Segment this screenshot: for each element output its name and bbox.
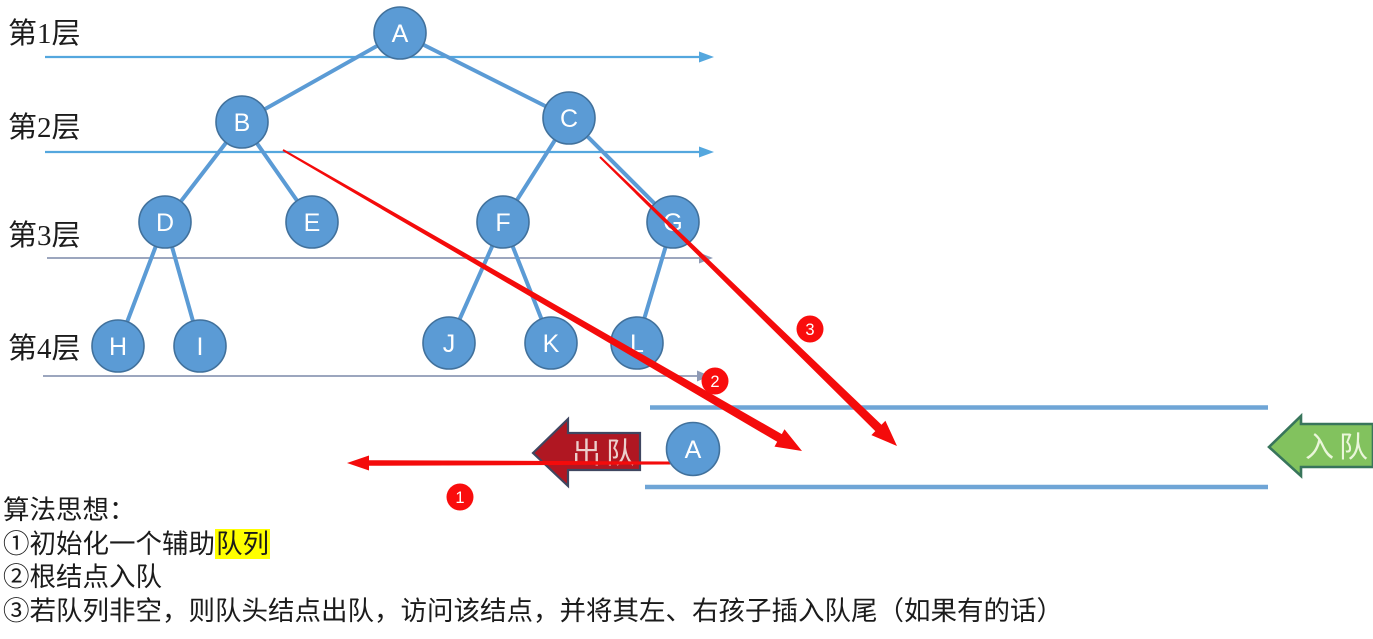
tree-node-j: J [422, 316, 476, 370]
edge-a-b [240, 31, 402, 124]
level-4-label: 第4层 [8, 332, 81, 365]
algorithm-step-2: ②根结点入队 [3, 562, 162, 592]
svg-text:B: B [234, 109, 251, 137]
tree-node-k: K [524, 316, 578, 370]
step-marker-1: 1 [446, 483, 474, 511]
tree-node-f: F [476, 195, 530, 249]
algorithm-step-3: ③若队列非空，则队头结点出队，访问该结点，并将其左、右孩子插入队尾（如果有的话） [3, 595, 1063, 626]
svg-text:F: F [495, 209, 510, 237]
level-1-arrowhead-icon [699, 51, 714, 63]
step-arrow-1 [347, 455, 700, 471]
algorithm-title: 算法思想： [3, 495, 136, 525]
tree-nodes: A B C D E F G [91, 6, 700, 373]
edge-a-c [398, 31, 571, 120]
tree-node-c: C [542, 91, 596, 145]
tree-node-g: G [646, 195, 700, 249]
step-marker-3: 3 [796, 315, 824, 343]
enqueue-arrow: 入队 [1267, 412, 1373, 479]
step-arrow-2 [282, 149, 802, 451]
svg-text:H: H [109, 333, 127, 361]
level-labels: 第1层 第2层 第3层 第4层 [8, 17, 81, 365]
svg-text:E: E [304, 209, 321, 237]
level-1-label: 第1层 [8, 17, 81, 50]
svg-text:C: C [560, 105, 578, 133]
dequeue-label: 出队 [572, 437, 640, 470]
step-marker-2: 2 [701, 367, 729, 395]
tree-node-h: H [91, 319, 145, 373]
step-arrow-1-shaft [369, 460, 700, 466]
svg-text:I: I [197, 333, 204, 361]
svg-text:K: K [543, 330, 560, 358]
svg-text:A: A [685, 436, 702, 464]
enqueue-label: 入队 [1305, 431, 1373, 464]
tree-node-d: D [138, 195, 192, 249]
tree-node-l: L [610, 316, 664, 370]
svg-text:A: A [392, 20, 409, 48]
tree-edges [116, 31, 675, 348]
tree-node-e: E [285, 195, 339, 249]
svg-text:1: 1 [455, 489, 464, 507]
algorithm-step-1-text: ①初始化一个辅助 [3, 528, 215, 559]
step-arrow-1-head-icon [347, 455, 369, 471]
level-2-arrowhead-icon [699, 146, 714, 158]
svg-text:J: J [443, 330, 456, 358]
dequeue-arrow-icon [531, 416, 642, 489]
level-3-label: 第3层 [8, 219, 81, 252]
algorithm-notes: 算法思想： ①初始化一个辅助队列 ②根结点入队 ③若队列非空，则队头结点出队，访… [3, 494, 1063, 628]
svg-text:G: G [663, 209, 682, 237]
algorithm-step-1: ①初始化一个辅助队列 [3, 528, 1063, 562]
tree-node-b: B [215, 95, 269, 149]
svg-text:2: 2 [710, 373, 719, 391]
enqueue-arrow-icon [1267, 412, 1373, 479]
dequeue-arrow: 出队 [531, 416, 642, 489]
step-arrow-3 [599, 156, 897, 447]
svg-text:D: D [156, 209, 174, 237]
queue-rails [645, 405, 1268, 490]
level-2-label: 第2层 [8, 111, 81, 144]
tree-node-i: I [173, 319, 227, 373]
svg-text:3: 3 [805, 321, 814, 339]
algorithm-step-1-highlight: 队列 [215, 528, 270, 559]
tree-node-a: A [373, 6, 427, 60]
queue-node-a: A [665, 421, 721, 477]
